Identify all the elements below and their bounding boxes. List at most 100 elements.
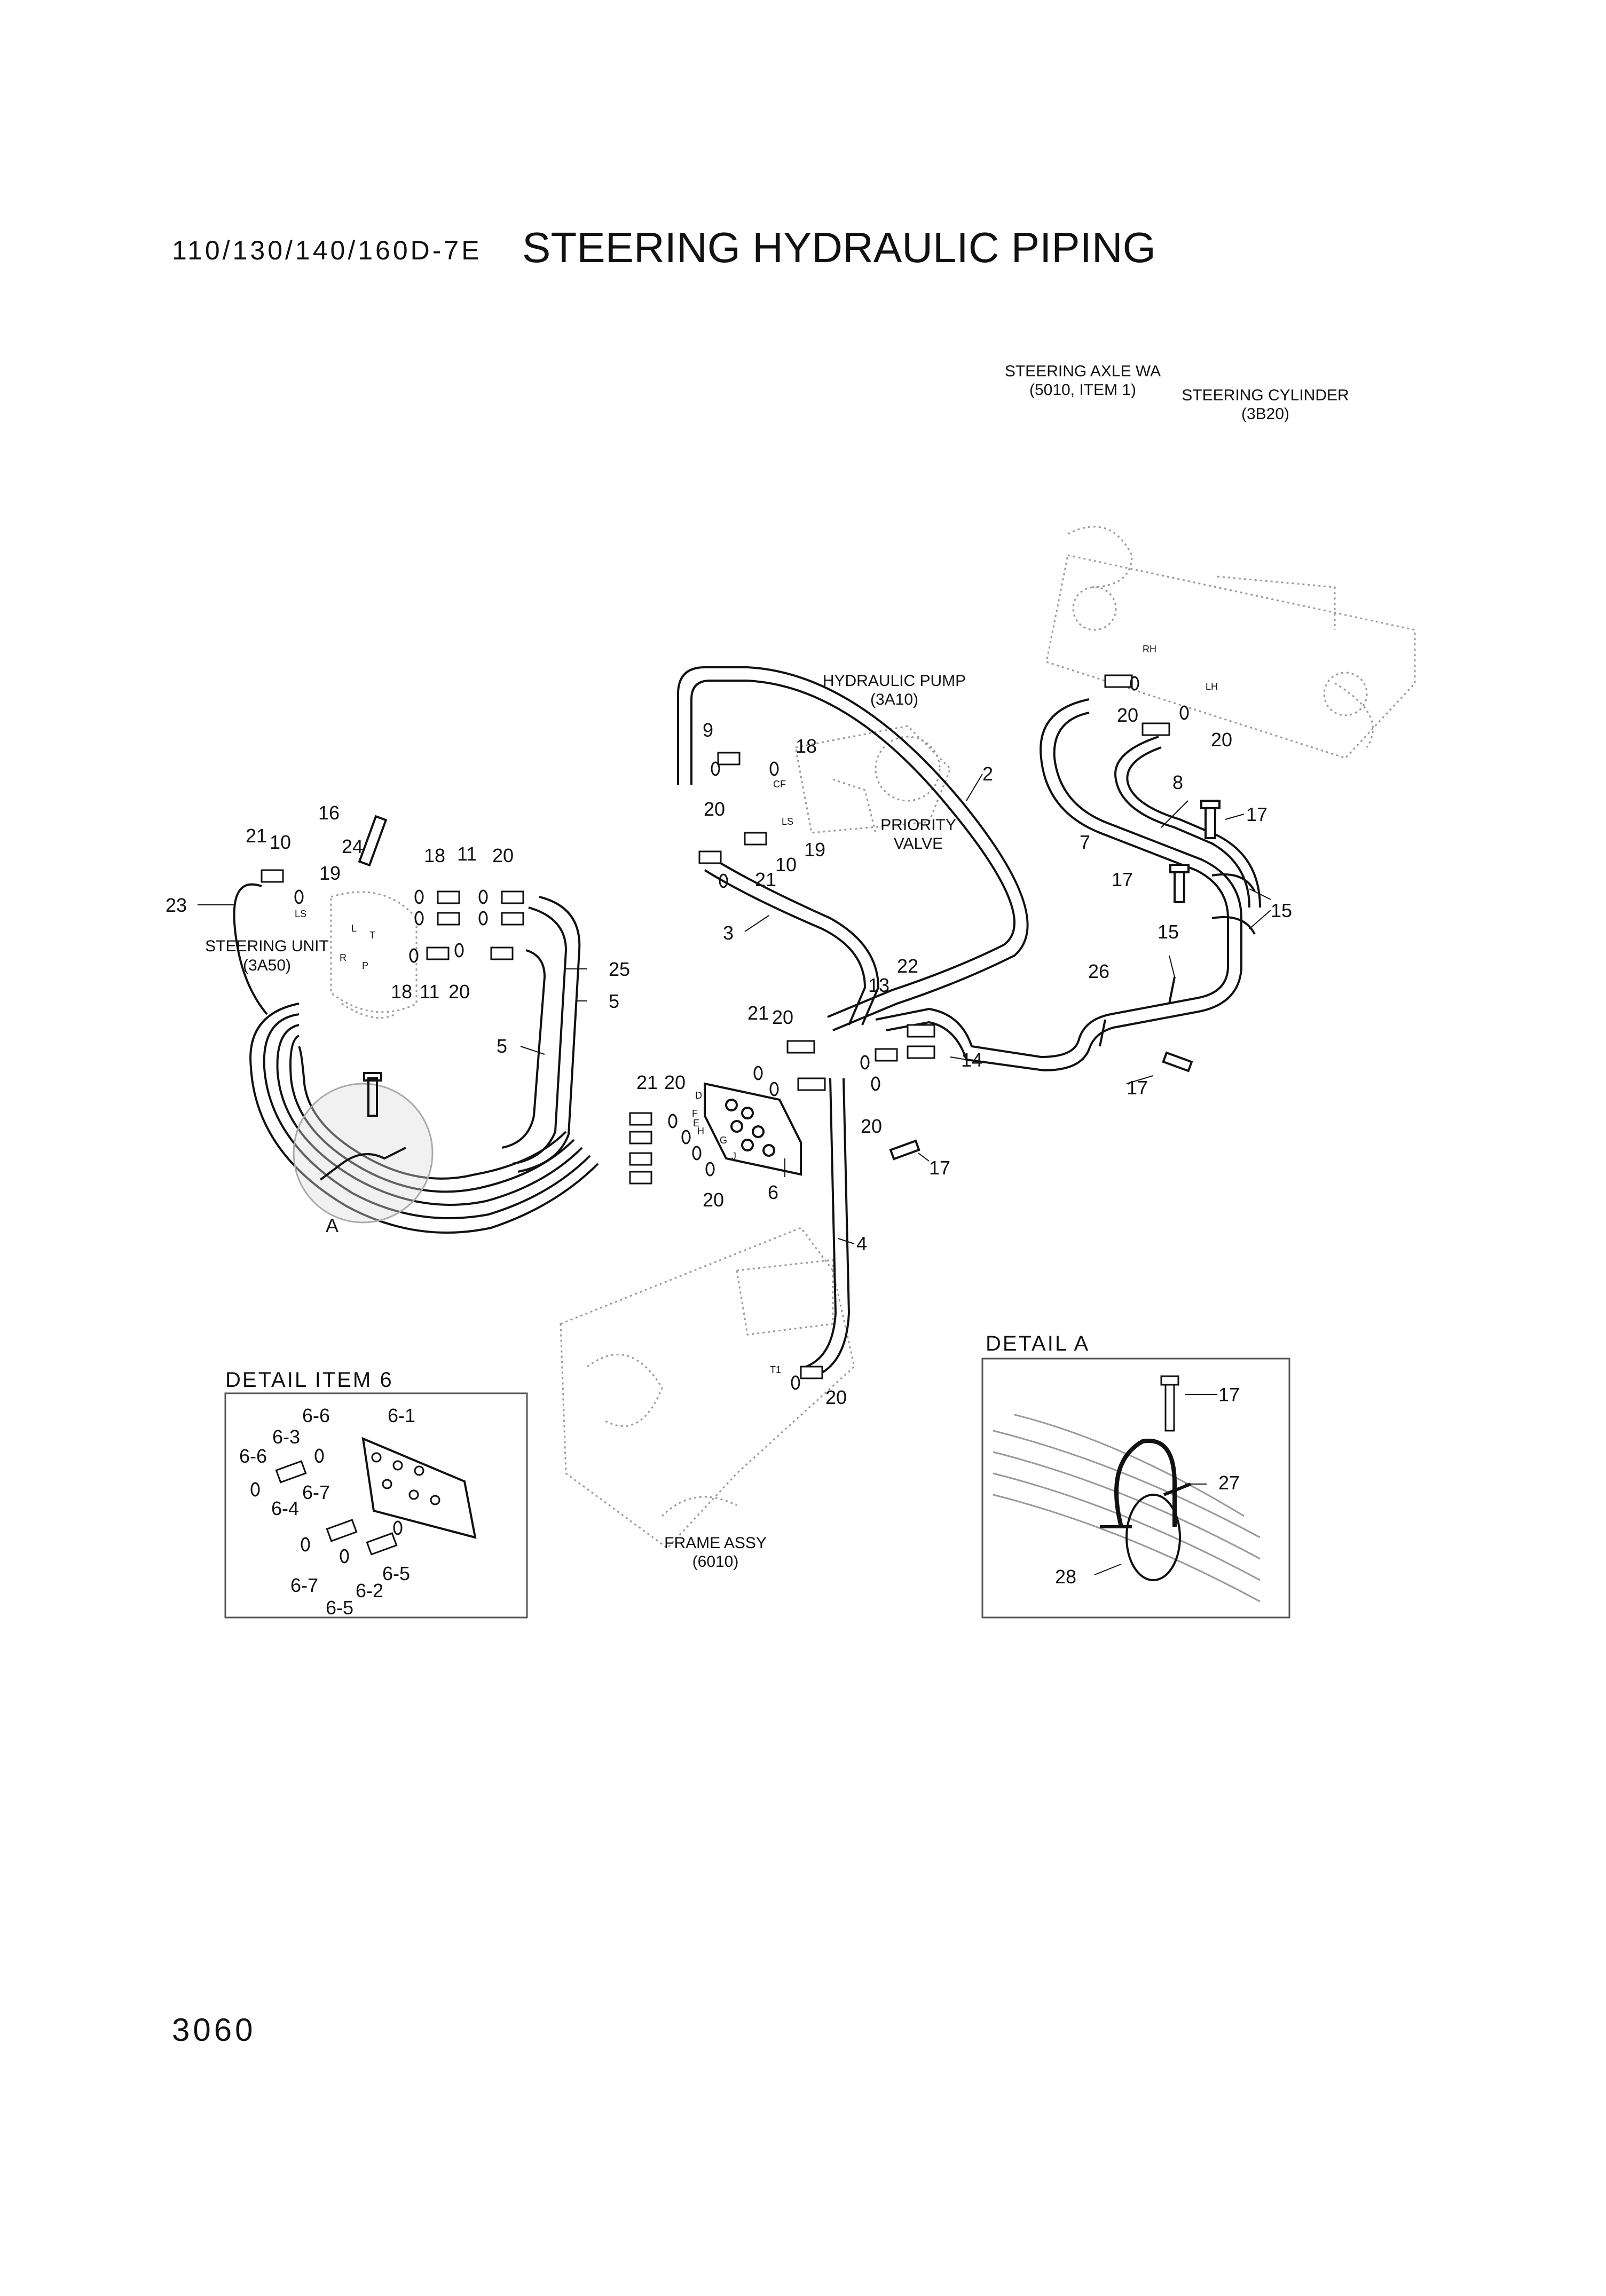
o-rings — [294, 676, 1189, 1390]
port-p: P — [362, 960, 368, 971]
callout-20-d: 20 — [1117, 704, 1138, 726]
callout-18-a: 18 — [424, 845, 445, 866]
steering-unit-outline — [330, 891, 418, 1019]
model-code: 110/130/140/160D-7E — [172, 235, 482, 265]
callout-20-h: 20 — [861, 1115, 882, 1137]
ref-pump-code: (3A10) — [870, 691, 918, 708]
ref-axle-name: STEERING AXLE WA — [1005, 362, 1161, 380]
callout-a: A — [326, 1214, 338, 1236]
callout-a-17: 17 — [1218, 1384, 1240, 1406]
callout-22: 22 — [897, 955, 918, 977]
callout-a-27: 27 — [1218, 1472, 1240, 1494]
callout-4: 4 — [856, 1233, 867, 1254]
detail-item6-box: DETAIL ITEM 6 6-6 6-1 6-3 6-6 6-7 6-4 6-… — [224, 1368, 528, 1619]
page-title: STEERING HYDRAULIC PIPING — [522, 224, 1156, 271]
callout-5-b: 5 — [497, 1035, 507, 1057]
callout-17-c: 17 — [1127, 1077, 1148, 1099]
callout-6-3: 6-3 — [272, 1426, 300, 1448]
callout-24: 24 — [342, 835, 363, 857]
callout-6-5b: 6-5 — [326, 1597, 353, 1619]
callout-14: 14 — [961, 1049, 982, 1071]
ref-unit-code: (3A50) — [243, 957, 291, 974]
callout-10-b: 10 — [775, 854, 797, 875]
ref-frame-code: (6010) — [692, 1553, 739, 1571]
port-t: T — [369, 930, 375, 941]
part-callouts: 16 21 10 24 19 18 11 20 23 18 11 20 25 5… — [166, 704, 1292, 1408]
page-number: 3060 — [172, 2012, 256, 2048]
port-r: R — [340, 952, 347, 963]
port-j: J — [731, 1151, 736, 1162]
callout-6-2: 6-2 — [356, 1580, 383, 1601]
callout-9: 9 — [703, 719, 713, 741]
callout-20-f: 20 — [772, 1006, 793, 1028]
ref-pump-name: HYDRAULIC PUMP — [823, 672, 966, 690]
callout-16: 16 — [318, 802, 340, 824]
port-g: G — [720, 1135, 727, 1146]
callout-7: 7 — [1080, 831, 1090, 853]
callout-a-28: 28 — [1055, 1566, 1076, 1588]
callout-15-a: 15 — [1271, 900, 1292, 921]
frame-outline — [560, 1227, 855, 1550]
axle-outline — [1045, 526, 1416, 759]
hose-2 — [677, 666, 1029, 1031]
callout-20-b: 20 — [448, 981, 470, 1003]
callout-6-4: 6-4 — [271, 1497, 299, 1519]
callout-25: 25 — [609, 958, 630, 980]
valve-block — [704, 1082, 802, 1176]
callout-6-1: 6-1 — [388, 1405, 415, 1426]
clamps-15 — [1099, 873, 1256, 1047]
port-rh: RH — [1143, 644, 1156, 654]
callout-5-a: 5 — [609, 990, 619, 1012]
hose-4 — [806, 1078, 851, 1378]
callout-2: 2 — [982, 763, 993, 785]
callout-6-6b: 6-6 — [239, 1445, 267, 1467]
ref-unit-name: STEERING UNIT — [205, 937, 329, 955]
detail-a-box: DETAIL A 17 27 28 — [981, 1332, 1290, 1619]
callout-3: 3 — [723, 922, 734, 944]
bolts-17 — [358, 800, 1221, 1161]
callout-13: 13 — [868, 974, 889, 996]
hose-3 — [704, 856, 880, 1025]
callout-21-c: 21 — [747, 1002, 769, 1024]
callout-23: 23 — [166, 894, 187, 916]
callout-20-g: 20 — [664, 1071, 686, 1093]
reference-labels: STEERING AXLE WA (5010, ITEM 1) STEERING… — [205, 362, 1349, 1571]
callout-20-i: 20 — [703, 1189, 724, 1211]
hose-loops — [233, 883, 599, 1234]
port-t1: T1 — [770, 1364, 781, 1375]
port-e: E — [693, 1118, 699, 1129]
callout-17-d: 17 — [929, 1157, 950, 1179]
port-l: L — [351, 923, 357, 934]
callout-20-c: 20 — [704, 798, 725, 820]
callout-6-7b: 6-7 — [290, 1574, 318, 1596]
callout-6-5: 6-5 — [382, 1563, 410, 1584]
callout-11-a: 11 — [457, 843, 477, 865]
callout-18-b: 18 — [391, 981, 412, 1003]
ref-priority-1: PRIORITY — [880, 816, 956, 834]
callout-6-7: 6-7 — [302, 1481, 330, 1503]
callout-8: 8 — [1172, 771, 1183, 793]
port-labels: RH LH CF LS LS L T R P D F H E G J T1 — [295, 644, 1218, 1375]
callout-21-a: 21 — [246, 825, 267, 847]
callout-15-b: 15 — [1158, 921, 1179, 943]
ref-cyl-code: (3B20) — [1241, 405, 1289, 423]
fittings — [261, 674, 1170, 1379]
port-lh: LH — [1206, 681, 1218, 692]
callout-20-e: 20 — [1211, 729, 1232, 751]
callout-21-d: 21 — [636, 1071, 658, 1093]
ref-frame-name: FRAME ASSY — [664, 1534, 767, 1552]
port-ls-unit: LS — [295, 909, 306, 919]
callout-21-b: 21 — [755, 869, 776, 890]
port-f: F — [692, 1108, 698, 1119]
callout-10-a: 10 — [270, 831, 291, 853]
port-h: H — [697, 1126, 704, 1137]
leader-lines — [198, 774, 1271, 1244]
port-cf: CF — [773, 779, 786, 790]
port-ls-valve: LS — [782, 816, 793, 827]
callout-6-6: 6-6 — [302, 1405, 330, 1426]
detail-item6-title: DETAIL ITEM 6 — [225, 1368, 393, 1392]
callout-20-a: 20 — [492, 845, 514, 866]
callout-18-c: 18 — [796, 735, 817, 757]
ref-axle-code: (5010, ITEM 1) — [1029, 381, 1136, 399]
